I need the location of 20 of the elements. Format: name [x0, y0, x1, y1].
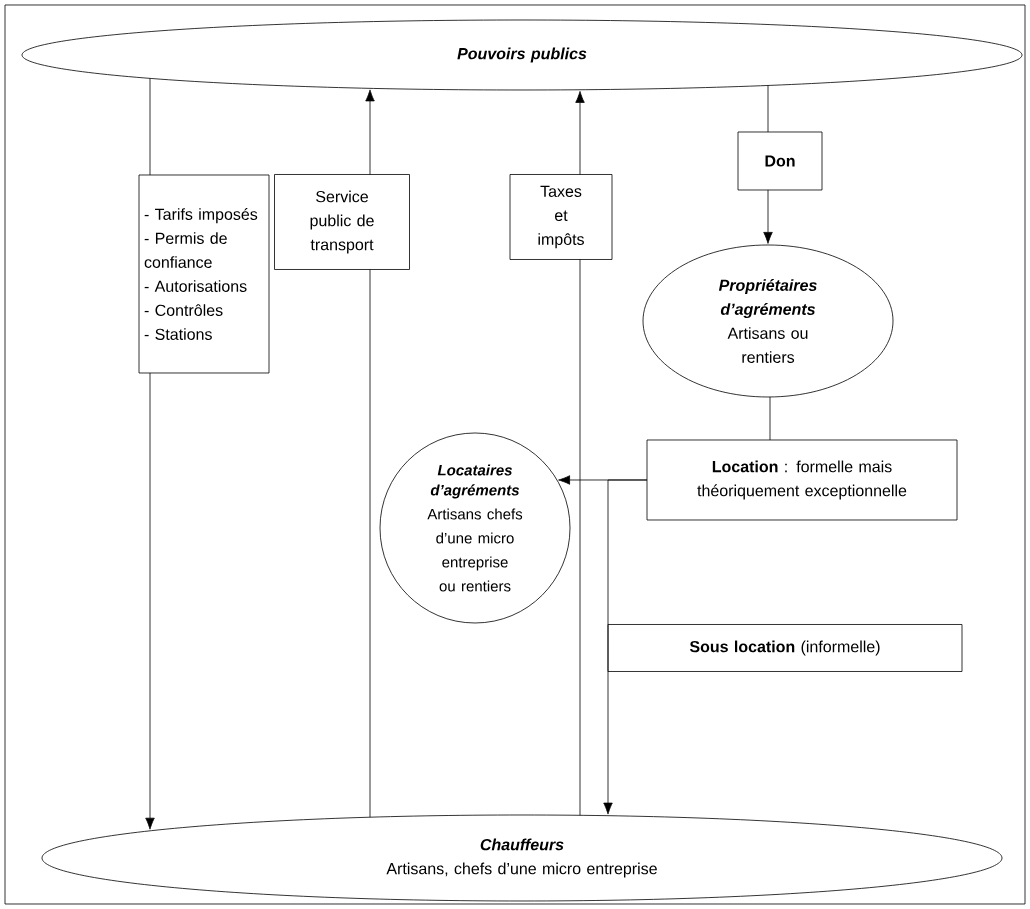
arrow	[575, 91, 585, 175]
ellipse-node: Propriétaires d’agréments Artisans ou rentiers	[642, 244, 894, 398]
text-box: Service public de transport	[274, 174, 410, 270]
connector-line	[149, 78, 151, 176]
circle-node: Locataires d’agréments Artisans chefs d’une micro entreprise ou rentiers	[379, 432, 571, 624]
ellipse-node: Pouvoirs publics	[21, 19, 1023, 91]
text-box: Location : formelle mais théoriquement exceptionnelle	[646, 439, 958, 521]
ellipse-node: Chauffeurs Artisans, chefs d’une micro entreprise	[41, 814, 1003, 902]
text-box: - Tarifs imposés - Permis de confiance - Autorisations - Contrôles - Stations	[138, 174, 270, 374]
text-box: Taxes et impôts	[509, 174, 613, 260]
connector-line	[767, 85, 769, 133]
text-box: Don	[737, 131, 823, 191]
connector-line	[769, 396, 771, 441]
text-box: Sous location (informelle)	[607, 624, 963, 672]
arrow	[603, 479, 648, 815]
arrow	[145, 372, 155, 830]
connector-line	[369, 269, 371, 818]
connector-line	[579, 259, 581, 816]
arrow	[365, 89, 375, 175]
arrow	[763, 189, 773, 244]
